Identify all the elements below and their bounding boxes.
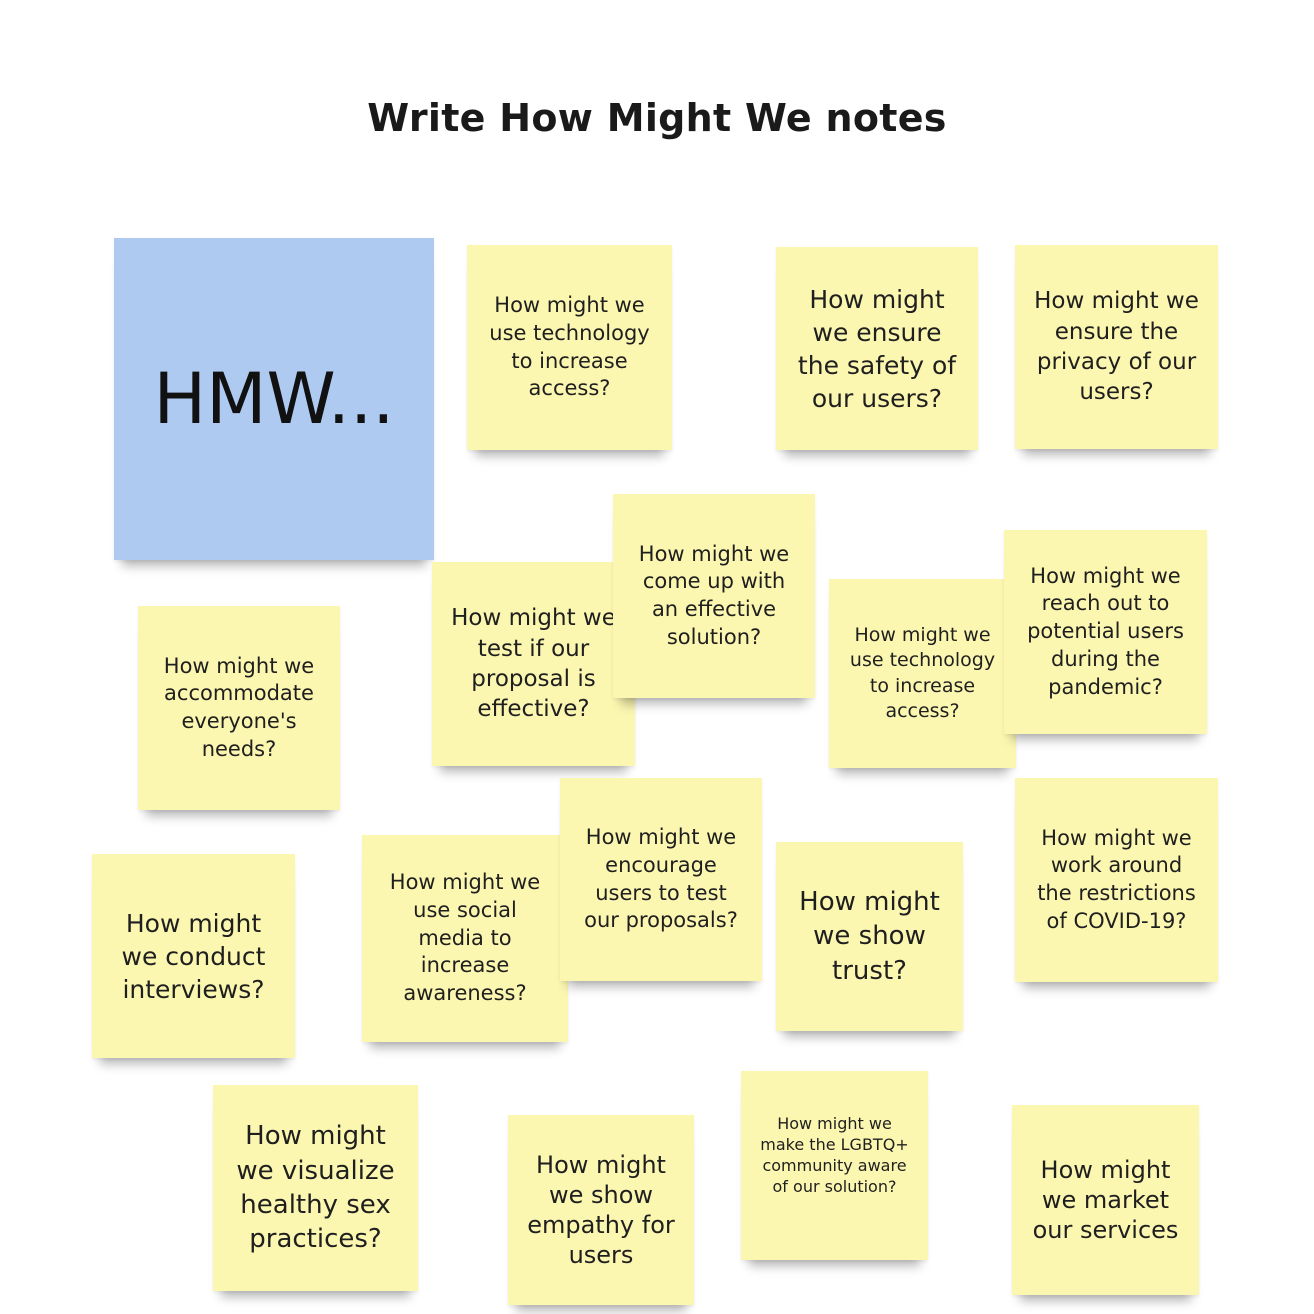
sticky-note[interactable]: How might we test if our proposal is eff… xyxy=(432,562,635,766)
sticky-note-text: How might we make the LGBTQ+ community a… xyxy=(760,1114,909,1197)
sticky-note-text: How might we encourage users to test our… xyxy=(584,825,738,933)
sticky-note-text: How might we show empathy for users xyxy=(527,1151,675,1269)
sticky-note[interactable]: How might we show empathy for users xyxy=(508,1115,694,1305)
sticky-note[interactable]: How might we ensure the safety of our us… xyxy=(776,247,978,450)
sticky-note-text: How might we use technology to increase … xyxy=(849,624,996,722)
sticky-note-text: HMW... xyxy=(153,357,395,440)
sticky-note[interactable]: How might we use technology to increase … xyxy=(829,579,1016,768)
sticky-note[interactable]: How might we come up with an effective s… xyxy=(613,494,815,698)
sticky-note[interactable]: How might we use technology to increase … xyxy=(467,245,672,450)
sticky-note-text: How might we work around the restriction… xyxy=(1037,825,1196,933)
sticky-note-text: How might we conduct interviews? xyxy=(121,908,266,1004)
sticky-note-text: How might we show trust? xyxy=(799,887,940,986)
sticky-note[interactable]: How might we accommodate everyone's need… xyxy=(138,606,340,810)
sticky-note-text: How might we use technology to increase … xyxy=(489,293,650,401)
sticky-note[interactable]: How might we show trust? xyxy=(776,842,963,1031)
sticky-note[interactable]: How might we make the LGBTQ+ community a… xyxy=(741,1071,928,1260)
sticky-note[interactable]: How might we ensure the privacy of our u… xyxy=(1015,245,1218,449)
sticky-note-text: How might we reach out to potential user… xyxy=(1027,563,1184,699)
sticky-note-text: How might we accommodate everyone's need… xyxy=(163,653,315,761)
sticky-note[interactable]: How might we reach out to potential user… xyxy=(1004,530,1207,734)
sticky-note-text: How might we come up with an effective s… xyxy=(638,541,790,649)
sticky-note-text: How might we market our services xyxy=(1032,1156,1179,1244)
sticky-note-text: How might we ensure the safety of our us… xyxy=(797,284,957,413)
board-title: Write How Might We notes xyxy=(367,96,947,140)
sticky-note[interactable]: How might we encourage users to test our… xyxy=(560,778,762,981)
sticky-note[interactable]: How might we visualize healthy sex pract… xyxy=(213,1085,418,1291)
sticky-note[interactable]: How might we use social media to increas… xyxy=(362,835,568,1042)
sticky-note-text: How might we use social media to increas… xyxy=(389,870,541,1006)
sticky-note[interactable]: How might we work around the restriction… xyxy=(1015,778,1218,982)
sticky-note-hmw-header[interactable]: HMW... xyxy=(114,238,434,560)
sticky-note-text: How might we test if our proposal is eff… xyxy=(451,605,616,723)
sticky-note[interactable]: How might we market our services xyxy=(1012,1105,1199,1295)
sticky-note-text: How might we ensure the privacy of our u… xyxy=(1034,288,1199,406)
sticky-note-text: How might we visualize healthy sex pract… xyxy=(236,1121,395,1255)
sticky-note[interactable]: How might we conduct interviews? xyxy=(92,854,295,1058)
